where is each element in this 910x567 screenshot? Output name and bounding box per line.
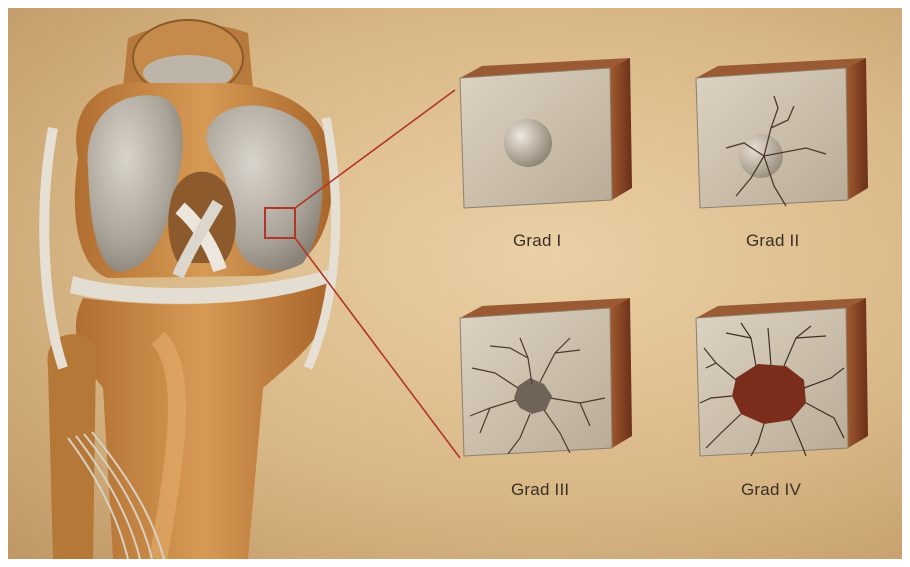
knee-cartilage-illustration: Grad I Grad II Grad III Grad IV	[8, 8, 902, 559]
cube-grade-4	[696, 298, 868, 456]
cube-grade-1	[460, 58, 632, 208]
grade-2-label: Grad II	[746, 231, 799, 251]
fibula	[47, 334, 96, 559]
cube-grade-3	[460, 298, 632, 456]
intercondylar-notch	[168, 172, 236, 263]
grade-3-label: Grad III	[511, 480, 569, 500]
grade-4-label: Grad IV	[741, 480, 801, 500]
cube-grade-2	[696, 58, 868, 208]
knee-joint	[44, 20, 335, 559]
collateral-ligament-left	[44, 128, 63, 368]
cartilage-swelling	[504, 119, 552, 167]
illustration-canvas	[8, 8, 902, 559]
grade-1-label: Grad I	[513, 231, 561, 251]
